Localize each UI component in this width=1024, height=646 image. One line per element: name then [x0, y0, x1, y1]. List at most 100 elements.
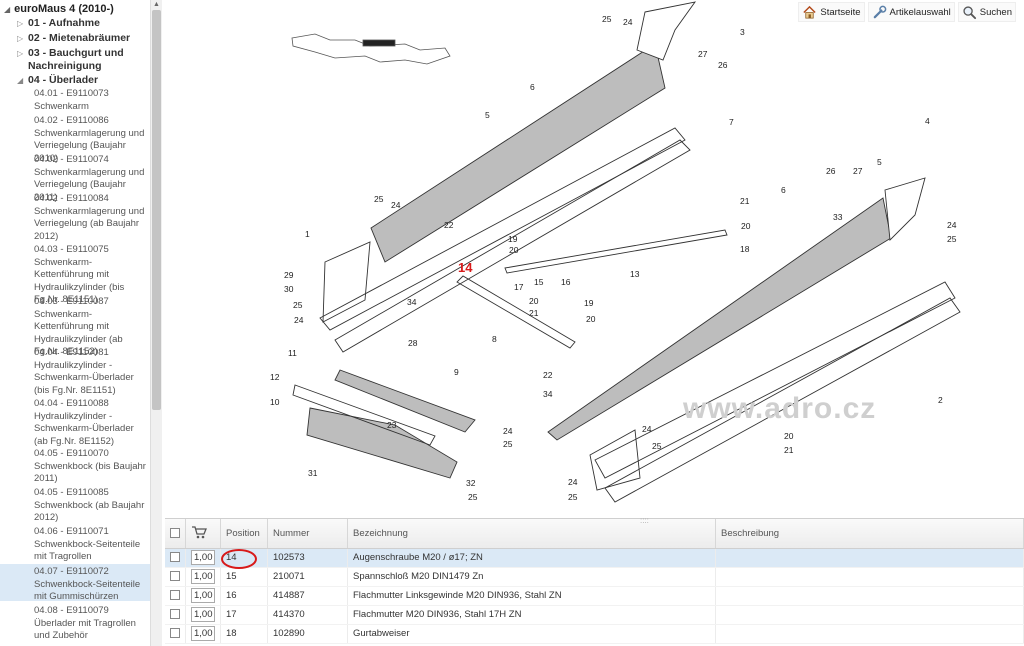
callout[interactable]: 20: [529, 296, 539, 306]
callout[interactable]: 24: [294, 315, 304, 325]
callout[interactable]: 20: [741, 221, 751, 231]
callout[interactable]: 12: [270, 372, 280, 382]
callout[interactable]: 22: [543, 370, 553, 380]
callout[interactable]: 8: [492, 334, 497, 344]
callout[interactable]: 3: [740, 27, 745, 37]
table-row[interactable]: 1,00 18 102890 Gurtabweiser: [165, 624, 1024, 644]
row-checkbox-cell[interactable]: [165, 567, 186, 587]
row-checkbox[interactable]: [170, 628, 180, 639]
callout[interactable]: 19: [508, 234, 518, 244]
callout[interactable]: 25: [374, 194, 384, 204]
upper-side-assembly[interactable]: [319, 1, 697, 353]
callout[interactable]: 7: [729, 117, 734, 127]
callout[interactable]: 4: [925, 116, 930, 126]
callout[interactable]: 15: [534, 277, 544, 287]
callout[interactable]: 22: [444, 220, 454, 230]
tree-leaf[interactable]: 04.02 - E9110084 Schwenkarmlagerung und …: [34, 193, 145, 242]
expanded-caret-icon[interactable]: ◢: [4, 5, 11, 14]
machine-overview-thumbnail[interactable]: [291, 33, 451, 65]
callout[interactable]: 24: [947, 220, 957, 230]
tree-leaf[interactable]: 04.04 - E9110081 Hydraulikzylinder - Sch…: [34, 347, 134, 396]
tree-leaf-selected[interactable]: 04.07 - E9110072 Schwenkbock-Seitenteile…: [34, 566, 141, 602]
callout[interactable]: 24: [391, 200, 401, 210]
quantity-input[interactable]: 1,00: [191, 588, 215, 603]
tree-leaf[interactable]: 04.04 - E9110088 Hydraulikzylinder - Sch…: [34, 398, 134, 447]
exploded-parts-drawing[interactable]: www.adro.cz 14 25 24 3 27 26 6 5 7 4 26 …: [165, 0, 1024, 516]
tree-node-aufnahme[interactable]: ▷01 - Aufnahme: [17, 17, 147, 30]
scrollbar-thumb[interactable]: [152, 10, 161, 410]
callout[interactable]: 29: [284, 270, 294, 280]
row-checkbox[interactable]: [170, 571, 180, 582]
article-selection-button[interactable]: Artikelauswahl: [867, 2, 955, 22]
callout[interactable]: 25: [947, 234, 957, 244]
callout[interactable]: 1: [305, 229, 310, 239]
callout[interactable]: 25: [503, 439, 513, 449]
row-checkbox-cell[interactable]: [165, 605, 186, 625]
tree-leaf[interactable]: 04.03 - E9110075 Schwenkarm-Kettenführun…: [34, 244, 125, 305]
callout[interactable]: 6: [781, 185, 786, 195]
home-button[interactable]: Startseite: [798, 2, 865, 22]
callout[interactable]: 26: [826, 166, 836, 176]
tree-node-bauchgurt[interactable]: ▷03 - Bauchgurt und Nachreinigung: [17, 47, 147, 73]
tree-leaf[interactable]: 04.01 - E9110073 Schwenkarm: [34, 88, 109, 112]
callout[interactable]: 24: [568, 477, 578, 487]
callout[interactable]: 2: [938, 395, 943, 405]
callout[interactable]: 5: [485, 110, 490, 120]
rubber-skirt-panel[interactable]: [292, 369, 476, 479]
callout[interactable]: 20: [509, 245, 519, 255]
table-row[interactable]: 1,00 15 210071 Spannschloß M20 DIN1479 Z…: [165, 567, 1024, 587]
callout[interactable]: 24: [642, 424, 652, 434]
callout[interactable]: 34: [543, 389, 553, 399]
callout[interactable]: 25: [293, 300, 303, 310]
designation-header[interactable]: Bezeichnung: [347, 519, 716, 549]
callout[interactable]: 33: [833, 212, 843, 222]
callout[interactable]: 24: [503, 426, 513, 436]
tree-node-ueberlader[interactable]: ◢04 - Überlader: [17, 74, 147, 87]
number-header[interactable]: Nummer: [267, 519, 348, 549]
tree-node-mietenabraeumer[interactable]: ▷02 - Mietenabräumer: [17, 32, 147, 45]
highlighted-callout[interactable]: 14: [458, 260, 473, 275]
tree-leaf[interactable]: 04.08 - E9110079 Überlader mit Tragrolle…: [34, 605, 136, 641]
collapsed-caret-icon[interactable]: ▷: [17, 19, 24, 28]
callout[interactable]: 17: [514, 282, 524, 292]
row-checkbox[interactable]: [170, 552, 180, 563]
callout[interactable]: 23: [387, 420, 397, 430]
select-all-checkbox[interactable]: [170, 528, 180, 539]
callout[interactable]: 30: [284, 284, 294, 294]
callout[interactable]: 20: [784, 431, 794, 441]
callout[interactable]: 20: [586, 314, 596, 324]
tree-leaf[interactable]: 04.06 - E9110071 Schwenkbock-Seitenteile…: [34, 526, 141, 562]
lower-side-assembly[interactable]: [547, 177, 961, 503]
select-all-header[interactable]: [165, 519, 186, 549]
callout[interactable]: 16: [561, 277, 571, 287]
callout[interactable]: 26: [718, 60, 728, 70]
callout[interactable]: 25: [468, 492, 478, 502]
callout[interactable]: 10: [270, 397, 280, 407]
callout[interactable]: 24: [623, 17, 633, 27]
callout[interactable]: 31: [308, 468, 318, 478]
callout[interactable]: 5: [877, 157, 882, 167]
row-checkbox[interactable]: [170, 590, 180, 601]
table-row[interactable]: 1,00 16 414887 Flachmutter Linksgewinde …: [165, 586, 1024, 606]
quantity-input[interactable]: 1,00: [191, 607, 215, 622]
table-row-selected[interactable]: 1,00 14 102573 Augenschraube M20 / ø17; …: [165, 548, 1024, 569]
scroll-up-icon[interactable]: ▲: [153, 1, 160, 8]
callout[interactable]: 18: [740, 244, 750, 254]
quantity-input[interactable]: 1,00: [191, 626, 215, 641]
row-checkbox-cell[interactable]: [165, 586, 186, 606]
callout[interactable]: 25: [602, 14, 612, 24]
row-checkbox-cell[interactable]: [165, 548, 186, 568]
callout[interactable]: 13: [630, 269, 640, 279]
callout[interactable]: 28: [408, 338, 418, 348]
panel-splitter[interactable]: ::::: [640, 516, 649, 525]
sidebar-scrollbar[interactable]: ▲: [150, 0, 162, 646]
table-row[interactable]: 1,00 17 414370 Flachmutter M20 DIN936, S…: [165, 605, 1024, 625]
callout[interactable]: 11: [288, 348, 297, 358]
callout[interactable]: 9: [454, 367, 459, 377]
callout[interactable]: 25: [652, 441, 662, 451]
position-header[interactable]: Position: [220, 519, 268, 549]
quantity-input[interactable]: 1,00: [191, 569, 215, 584]
row-checkbox[interactable]: [170, 609, 180, 620]
quantity-input[interactable]: 1,00: [191, 550, 215, 565]
callout[interactable]: 27: [853, 166, 863, 176]
